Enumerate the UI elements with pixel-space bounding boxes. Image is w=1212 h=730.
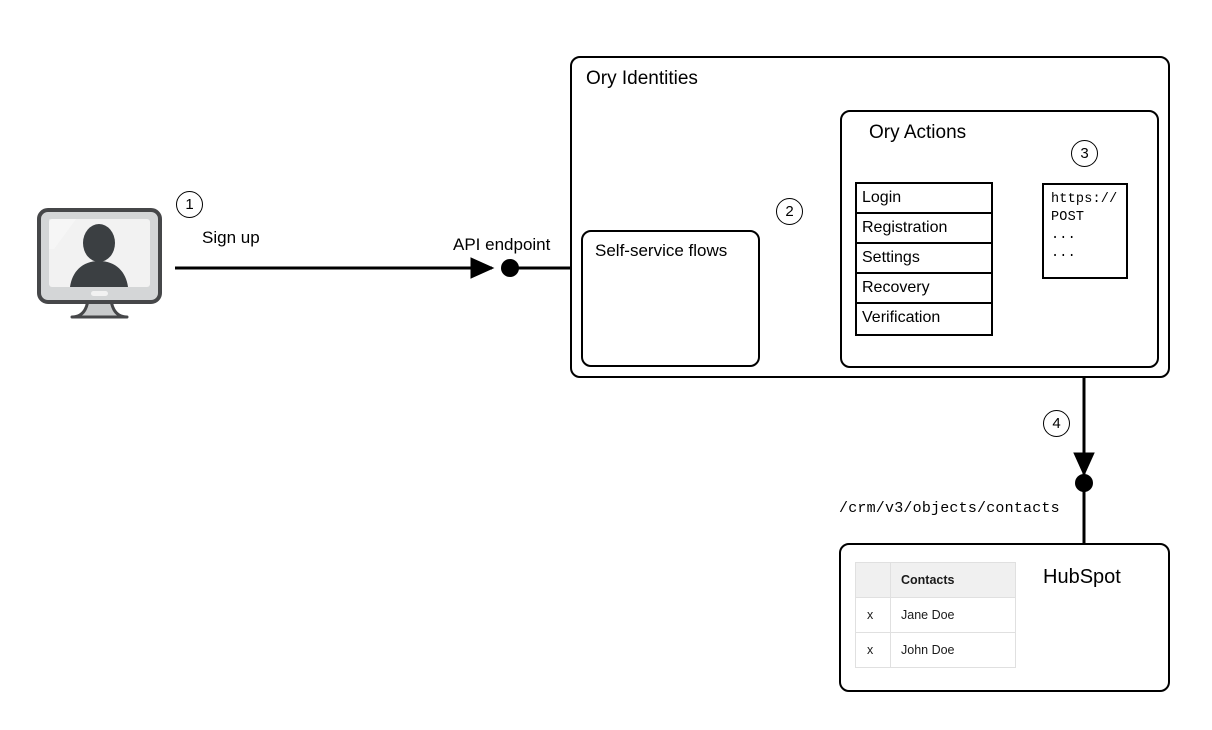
flow-item-registration[interactable]: Registration <box>857 214 991 244</box>
api-endpoint-dot <box>501 259 519 277</box>
webhook-code-line-3: ... <box>1051 228 1076 243</box>
webhook-code-line-2: POST <box>1051 210 1085 225</box>
table-header-row: Contacts <box>855 562 1016 598</box>
row-name-john-doe: John Doe <box>890 632 1016 668</box>
column-header-check <box>855 562 891 598</box>
edge-label-crm-path: /crm/v3/objects/contacts <box>839 500 1060 517</box>
flow-item-settings[interactable]: Settings <box>857 244 991 274</box>
step-marker-2: 2 <box>776 198 803 225</box>
column-header-contacts: Contacts <box>890 562 1016 598</box>
flow-list: Login Registration Settings Recovery Ver… <box>855 182 993 336</box>
ory-actions-title: Ory Actions <box>869 122 967 143</box>
row-check-john-doe[interactable]: x <box>855 632 891 668</box>
contacts-table-head: Contacts <box>855 562 1016 598</box>
flow-item-login[interactable]: Login <box>857 184 991 214</box>
step-marker-3: 3 <box>1071 140 1098 167</box>
flow-item-recovery[interactable]: Recovery <box>857 274 991 304</box>
hubspot-title: HubSpot <box>1043 566 1121 588</box>
row-check-jane-doe[interactable]: x <box>855 597 891 633</box>
edge-label-api-endpoint: API endpoint <box>453 235 551 254</box>
contacts-table-body: x Jane Doe x John Doe <box>855 597 1016 668</box>
table-row[interactable]: x Jane Doe <box>855 597 1016 633</box>
step-marker-1: 1 <box>176 191 203 218</box>
contacts-table: Contacts x Jane Doe x John Doe <box>855 562 1016 668</box>
row-name-jane-doe: Jane Doe <box>890 597 1016 633</box>
self-service-flows-title: Self-service flows <box>595 241 728 260</box>
ory-identities-title: Ory Identities <box>586 68 698 89</box>
flow-item-verification[interactable]: Verification <box>857 304 991 334</box>
edge-label-sign-up: Sign up <box>202 228 260 247</box>
webhook-code-box: https:// POST ... ... <box>1042 183 1128 279</box>
webhook-code-line-1: https:// <box>1051 192 1118 207</box>
table-row[interactable]: x John Doe <box>855 632 1016 668</box>
webhook-code-line-4: ... <box>1051 246 1076 261</box>
self-service-flows-container <box>581 230 760 367</box>
monitor-user-icon <box>37 208 162 319</box>
step-marker-4: 4 <box>1043 410 1070 437</box>
